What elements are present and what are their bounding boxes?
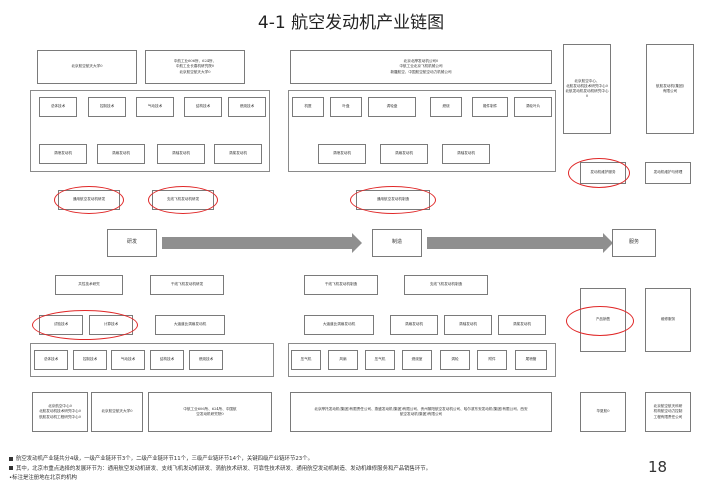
- square-bullet-icon: [9, 466, 13, 471]
- rd-trunk-aircraft: 干线飞机发动机研发: [150, 275, 224, 295]
- hub-manufacturing: 制造: [372, 229, 422, 257]
- mfg-engine-type-3: 涡轴发动机: [442, 144, 490, 164]
- mfg-level3-2: 风扇: [328, 350, 358, 370]
- highlight-rd-tech-pair: [32, 310, 138, 340]
- rd-engine-type-1: 涡喷发动机: [39, 144, 87, 164]
- bottom-enterprise-5: 华夏航0: [580, 392, 626, 432]
- rd-common-tech: 共性技术研究: [55, 275, 123, 295]
- rd-tech-4: 结构技术: [184, 97, 222, 117]
- enterprise-box-manufacturers: 北京北摩发动机公司0 中航工业北京飞机机械公司 新疆航空、中国航空航空动力机械公…: [290, 50, 552, 84]
- highlight-rd-general-aviation: [54, 186, 124, 214]
- mfg-level3-5: 涡轮: [440, 350, 470, 370]
- rd-engine-type-3: 涡轴发动机: [157, 144, 205, 164]
- rd-level3-5: 燃烧技术: [189, 350, 223, 370]
- mfg-level3-6: 附件: [477, 350, 507, 370]
- enterprise-box-institutes: 中航工业606所、624所、 中航工业长春机研究院0 北京航空航天大学0: [145, 50, 245, 84]
- component-3: 涡轮盘: [368, 97, 416, 117]
- rd-tech-5: 燃烧技术: [228, 97, 266, 117]
- rd-level3-4: 结构技术: [150, 350, 184, 370]
- enterprise-box-service-company: 航航发动机(集团) 有限公司: [646, 44, 694, 134]
- rd-tech-2: 控制技术: [88, 97, 126, 117]
- arrow-mfg-to-service: [427, 233, 613, 253]
- bottom-enterprise-3: 中航工业606所、624所、中国航 空发动机研究院0: [148, 392, 272, 432]
- mfg-trunk-aircraft: 干线飞机发动机制造: [304, 275, 378, 295]
- component-1: 机匣: [292, 97, 324, 117]
- bottom-enterprise-4: 北京摩托发动机(集团)有限责任公司、燕盛发动机(集团)有限公司、贵州黎阳航空发动…: [290, 392, 552, 432]
- mfg-engine-type-2: 涡扇发动机: [380, 144, 428, 164]
- component-6: 涡轮叶片: [514, 97, 552, 117]
- mfg-regional-aircraft: 支线飞机发动机制造: [404, 275, 488, 295]
- rd-level3-3: 气动技术: [111, 350, 145, 370]
- component-4: 燃烧: [430, 97, 462, 117]
- note-line-2: 其中，北京市重点选择的发展环节为：通用航空发动机研发、支线飞机发动机研发、涡航技…: [9, 465, 649, 475]
- mfg-level2-1: 大涵道比涡扇发动机: [304, 315, 374, 335]
- component-2: 叶盘: [330, 97, 362, 117]
- rd-level3-2: 控制技术: [73, 350, 107, 370]
- bottom-enterprise-1: 北京航空中心0 北航发动机技术研究中心0 航航发动机工程研究中心0: [32, 392, 88, 432]
- mfg-level3-3: 压气机: [365, 350, 395, 370]
- highlight-service-maintenance: [568, 158, 630, 188]
- page-number: 18: [648, 458, 668, 476]
- rd-tech-3: 气动技术: [136, 97, 174, 117]
- component-5: 锻件制件: [472, 97, 508, 117]
- hub-service: 服务: [612, 229, 656, 257]
- mfg-level3-7: 尾喷管: [515, 350, 547, 370]
- mfg-level3-4: 燃烧室: [402, 350, 432, 370]
- highlight-rd-regional-aircraft: [148, 186, 218, 214]
- arrow-rd-to-mfg: [162, 233, 362, 253]
- note-line-3: •标注是注册地在北京的机构: [9, 475, 77, 482]
- bottom-enterprise-6: 北京航空航天科研 机构航空动力控制 工程有限责任公司: [645, 392, 691, 432]
- highlight-mfg-general-aviation: [350, 186, 436, 214]
- highlight-product-sales: [566, 306, 634, 336]
- enterprise-box-beihang: 北京航空航天大学0: [37, 50, 137, 84]
- page-title: 4-1 航空发动机产业链图: [257, 13, 445, 33]
- square-bullet-icon: [9, 456, 13, 461]
- rd-level3-1: 总体技术: [34, 350, 68, 370]
- mfg-level2-3: 涡轴发动机: [444, 315, 492, 335]
- notes: 航空发动机产业链共分4级，一级产业链环节3个，二级产业链环节11个，三级产业链环…: [9, 455, 649, 484]
- rd-high-bypass: 大涵道比涡扇发动机: [155, 315, 225, 335]
- mfg-level3-1: 压气机: [291, 350, 321, 370]
- service-item-repair: 发动机维护与修理: [645, 162, 691, 184]
- hub-rd: 研发: [107, 229, 157, 257]
- mfg-level2-2: 涡扇发动机: [390, 315, 438, 335]
- rd-tech-1: 总体技术: [39, 97, 77, 117]
- service-maintenance: 维修服务: [645, 288, 691, 352]
- bottom-enterprise-2: 北京航空航天大学0: [91, 392, 143, 432]
- note-line-1: 航空发动机产业链共分4级，一级产业链环节3个，二级产业链环节11个，三级产业链环…: [9, 455, 649, 465]
- mfg-level2-4: 涡桨发动机: [498, 315, 546, 335]
- rd-engine-type-4: 涡桨发动机: [214, 144, 262, 164]
- rd-engine-type-2: 涡扇发动机: [97, 144, 145, 164]
- enterprise-box-research-centers: 北京航空中心、 北航发动机技术研究中心0 北航发动机发动机研究中心0: [563, 44, 611, 134]
- mfg-engine-type-1: 涡喷发动机: [318, 144, 366, 164]
